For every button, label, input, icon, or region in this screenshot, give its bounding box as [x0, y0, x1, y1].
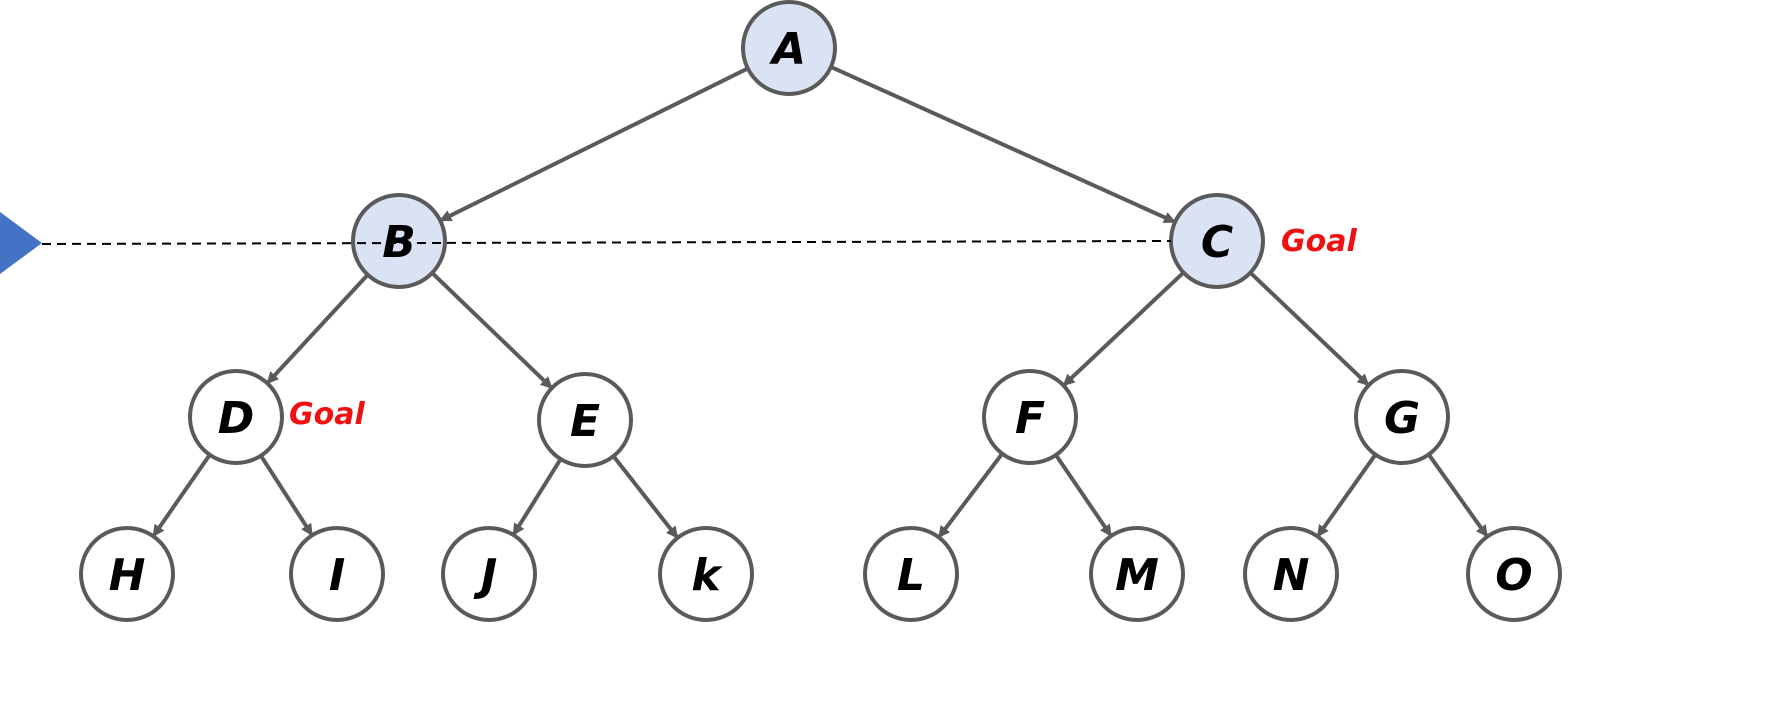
node-h: H [79, 526, 175, 622]
node-i: I [289, 526, 385, 622]
node-label: L [897, 550, 925, 601]
edge-c-f [1062, 271, 1185, 387]
node-label: k [691, 550, 723, 601]
node-label: I [329, 550, 345, 601]
edge-b-d [266, 273, 370, 384]
node-n: N [1243, 526, 1339, 622]
node-label: H [109, 550, 146, 601]
node-circle [289, 526, 385, 622]
node-k: k [658, 526, 754, 622]
edge-c-g [1248, 271, 1370, 387]
node-o: O [1466, 526, 1562, 622]
edge-e-j [512, 457, 563, 536]
node-label: O [1495, 550, 1532, 601]
node-circle [188, 369, 284, 465]
node-circle [982, 369, 1078, 465]
level-marker-triangle-icon [0, 212, 42, 274]
node-label: C [1201, 217, 1233, 268]
node-circle [658, 526, 754, 622]
goal-label-c: Goal [1281, 224, 1357, 259]
node-circle [79, 526, 175, 622]
node-e: E [537, 372, 633, 468]
level-dashed-line [41, 240, 1172, 245]
node-circle [537, 372, 633, 468]
node-label: G [1384, 393, 1420, 444]
node-label: F [1015, 393, 1045, 444]
node-label: A [769, 24, 806, 75]
node-label: D [218, 393, 255, 444]
edge-f-l [937, 452, 1004, 539]
edge-d-h [152, 453, 212, 538]
node-label: N [1273, 550, 1310, 601]
node-b: B [351, 193, 447, 289]
edge-g-n [1316, 453, 1378, 538]
node-g: G [1354, 369, 1450, 465]
edge-g-o [1427, 453, 1489, 538]
node-circle [1243, 526, 1339, 622]
edge-d-i [259, 454, 314, 537]
node-c: C [1169, 193, 1265, 289]
node-label: E [570, 396, 600, 447]
node-circle [863, 526, 959, 622]
node-f: F [982, 369, 1078, 465]
node-label: M [1115, 550, 1159, 601]
node-circle [441, 526, 537, 622]
node-circle [1089, 526, 1185, 622]
node-circle [741, 0, 837, 96]
node-circle [1354, 369, 1450, 465]
goal-label-d: Goal [289, 397, 365, 432]
node-circle [1466, 526, 1562, 622]
edge-b-e [430, 271, 553, 389]
edges-layer [152, 65, 1489, 539]
node-j: J [441, 526, 537, 622]
edge-e-k [611, 454, 679, 539]
node-circle [351, 193, 447, 289]
edge-a-c [830, 65, 1176, 224]
node-m: M [1089, 526, 1185, 622]
node-l: L [863, 526, 959, 622]
edge-f-m [1054, 453, 1113, 537]
edge-a-b [439, 66, 749, 222]
node-a: A [741, 0, 837, 96]
level-indicator [0, 212, 1172, 274]
node-d: D [188, 369, 284, 465]
